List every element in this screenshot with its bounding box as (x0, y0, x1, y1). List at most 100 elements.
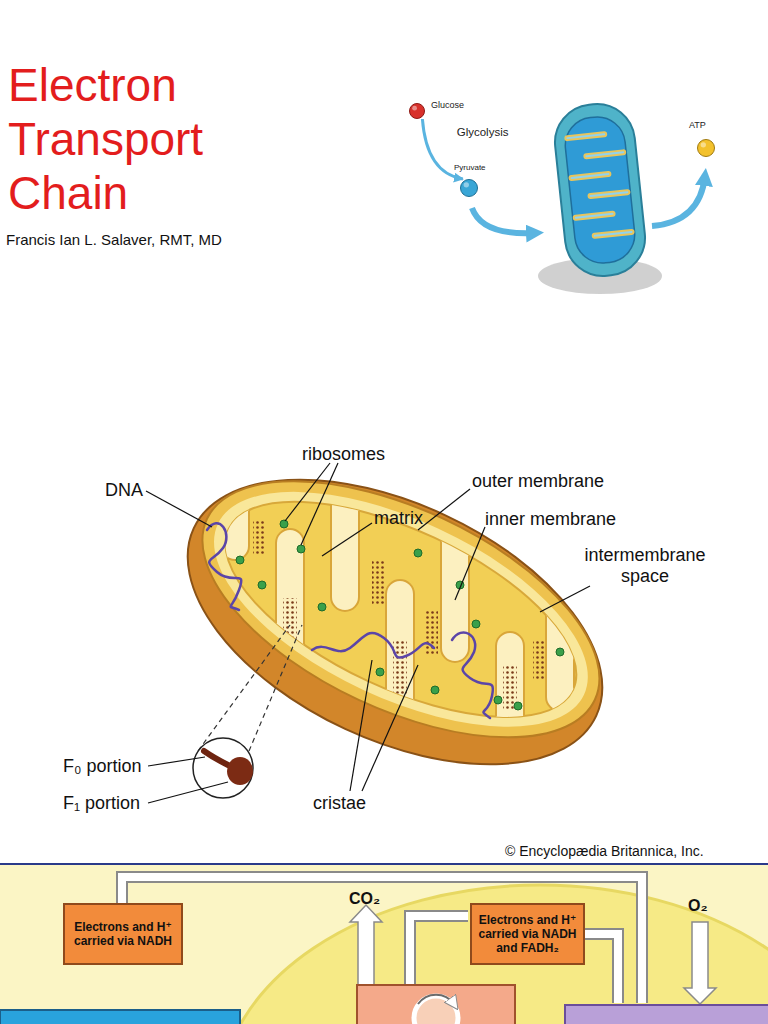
part-label: F₁ portion (63, 793, 140, 813)
mitochondrion-icon (567, 132, 631, 237)
box-text: Electrons and H⁺ carried via NADH (68, 920, 178, 948)
dna-strand (312, 633, 434, 658)
cristae-folds (253, 520, 265, 555)
zoom-inset (198, 625, 290, 751)
node-label: Pyruvate (454, 162, 486, 174)
ribosome-dot (236, 520, 564, 710)
ribosome-dot (472, 620, 480, 628)
part-label: DNA (105, 480, 143, 500)
leader-line (540, 586, 590, 612)
part-label: O₂ (688, 897, 708, 915)
node-circle-fill (461, 180, 478, 197)
part-label: © Encyclopædia Britannica, Inc. (505, 843, 704, 859)
part-label: cristae (313, 793, 366, 813)
ribosome-dot (514, 702, 522, 710)
dna-strand (207, 523, 241, 610)
flow-arrow (652, 176, 705, 226)
cristae-folds (496, 632, 524, 840)
part-label: inner membrane (485, 509, 616, 529)
carrier-box: Electrons and H⁺ carried via NADH and FA… (470, 903, 585, 965)
mitochondrion-icon (563, 114, 638, 265)
part-label: ribosomes (302, 444, 385, 464)
node-label: Glucose (431, 99, 464, 111)
mitochondrion-icon (551, 100, 649, 279)
leader-line (301, 463, 338, 545)
overview-slide (220, 885, 768, 1024)
node-circle-fill (698, 140, 715, 157)
cristae-folds (393, 640, 407, 695)
ribosome-dot (236, 556, 244, 564)
leader-line (455, 527, 485, 600)
cycle-arrow (418, 995, 454, 1004)
leader-line (285, 463, 330, 521)
leader-line (350, 660, 372, 791)
co2-arrow (350, 905, 382, 985)
cristae-folds (372, 560, 384, 605)
node-shine (412, 106, 417, 111)
dna-strand (207, 523, 493, 718)
node-circle (409, 103, 425, 119)
leader-line (322, 523, 372, 556)
zoom-inset (193, 625, 302, 798)
node-shine (464, 182, 469, 187)
zoom-inset (204, 751, 228, 765)
ribosome-dot (376, 668, 384, 676)
dna-strand (452, 632, 493, 718)
atp-node: ATP (697, 139, 715, 157)
zoom-inset (227, 757, 253, 785)
flow-arrow (472, 176, 705, 233)
pipe-connector (410, 916, 468, 985)
leader-line (418, 489, 470, 530)
box-text: Electrons and H⁺ carried via NADH and FA… (475, 913, 580, 955)
zoom-inset (249, 625, 302, 751)
pipe-connector (585, 934, 618, 1003)
mitochondrion-icon (538, 100, 662, 294)
cristae-folds (331, 380, 359, 611)
ribosome-dot (414, 549, 422, 557)
glycolysis-box (0, 1010, 240, 1024)
node-label: ATP (689, 119, 706, 131)
part-label: Francis Ian L. Salaver, RMT, MD (6, 231, 222, 249)
slide-title: Electron Transport Chain (8, 58, 258, 220)
leader-line (148, 782, 228, 803)
ribosome-dot (258, 581, 266, 589)
mitochondrion-icon (551, 100, 649, 279)
pipe-connector (585, 934, 618, 1003)
part-label: matrix (374, 508, 423, 528)
part-label: F₀ portion (63, 756, 142, 776)
o2-arrow (684, 922, 716, 1004)
node-circle (697, 139, 715, 157)
flow-arrow (472, 208, 536, 233)
node-shine (701, 142, 706, 147)
ribosome-dot (431, 686, 439, 694)
etc-box (565, 1005, 768, 1024)
leader-line (146, 491, 212, 527)
leader-line (362, 665, 418, 791)
cristae-folds (546, 380, 574, 711)
mitochondrion-icon (567, 132, 631, 237)
mitochondrion-cutaway (144, 380, 646, 840)
ribosome-dot (494, 696, 502, 704)
pyruvate-node: Pyruvate (460, 179, 478, 197)
cristae-folds (221, 380, 574, 840)
ribosome-dot (556, 648, 564, 656)
part-label: outer membrane (472, 471, 604, 491)
node-circle (460, 179, 478, 197)
cristae-folds (276, 529, 304, 840)
leader-line (148, 757, 205, 766)
part-label: intermembrane space (560, 545, 730, 587)
process-label: Glycolysis (457, 125, 509, 139)
ribosome-dot (280, 520, 288, 528)
part-label: CO₂ (349, 890, 380, 908)
carrier-box: Electrons and H⁺ carried via NADH (63, 903, 183, 965)
pipe-connector (410, 916, 468, 985)
ribosome-dot (318, 603, 326, 611)
cristae-folds (426, 610, 438, 655)
overview-slide (0, 863, 768, 865)
cristae-folds (441, 380, 469, 662)
ribosome-dot (297, 545, 305, 553)
cristae-folds (386, 580, 414, 840)
node-circle-fill (410, 104, 425, 119)
